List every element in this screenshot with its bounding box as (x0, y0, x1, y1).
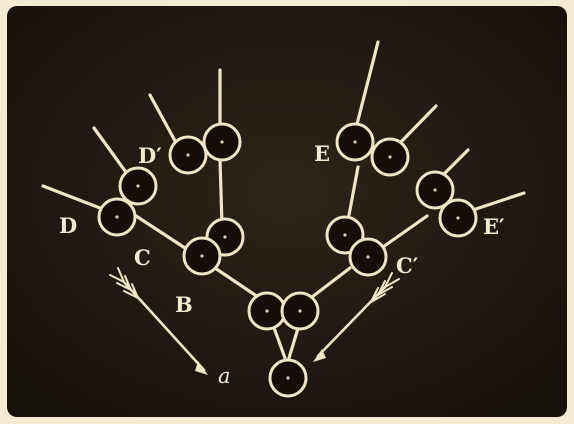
label-b: B (175, 292, 193, 317)
label-e: E (314, 141, 330, 166)
label-d-prime: D′ (138, 143, 162, 168)
label-c-prime: C′ (396, 253, 419, 278)
label-c: C (134, 245, 151, 270)
blackboard (7, 6, 567, 417)
label-d: D (59, 213, 77, 238)
label-a: a (218, 364, 231, 388)
label-e-prime: E′ (483, 214, 505, 239)
